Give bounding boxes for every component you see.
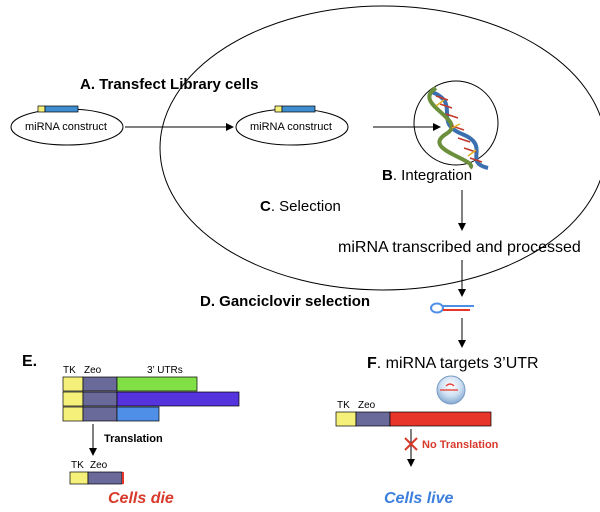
f-zeo-label: Zeo <box>358 400 376 411</box>
f-target-construct <box>335 411 492 427</box>
step-e-label: E. <box>22 353 38 370</box>
construct-inside-gene-block <box>281 105 316 113</box>
translation-label: Translation <box>104 433 163 445</box>
step-a-text: Transfect Library cells <box>99 76 259 93</box>
construct-outside-label: miRNA construct <box>25 121 107 133</box>
e-zeo-label: Zeo <box>84 365 102 376</box>
cells-die-label: Cells die <box>108 490 174 507</box>
step-b-letter: B <box>382 167 393 184</box>
e-construct-row-3 <box>62 406 160 422</box>
step-a-letter: A. <box>80 76 95 93</box>
e-construct-row-1 <box>62 376 198 392</box>
step-f-letter: F <box>367 355 377 372</box>
e-product-tk-label: TK <box>71 460 84 471</box>
step-b-text: . Integration <box>392 167 473 184</box>
construct-outside-gene-block <box>44 105 79 113</box>
step-f-label: F. miRNA targets 3’UTR <box>367 356 539 372</box>
transcribed-label: miRNA transcribed and processed <box>338 239 581 256</box>
step-c-text: . Selection <box>270 198 341 215</box>
mirna-hairpin-icon <box>430 302 474 314</box>
cells-live-label: Cells live <box>384 490 454 507</box>
e-construct-row-2 <box>62 391 240 407</box>
dna-helix-icon <box>413 80 499 170</box>
e-utrs-label: 3’ UTRs <box>147 365 183 376</box>
construct-inside-label: miRNA construct <box>250 121 332 133</box>
risc-bubble-icon <box>436 375 466 405</box>
construct-inside-tk-block <box>274 105 283 113</box>
e-product-zeo-label: Zeo <box>90 460 108 471</box>
step-c-letter: C <box>260 198 271 215</box>
step-a-label: A. Transfect Library cells <box>80 77 258 92</box>
step-f-text: . miRNA targets 3’UTR <box>376 355 539 372</box>
f-tk-label: TK <box>337 400 350 411</box>
step-d-label: D. Ganciclovir selection <box>200 293 371 310</box>
step-b-label: B. Integration <box>382 168 472 183</box>
cross-mark-icon <box>404 437 418 451</box>
e-tk-label: TK <box>63 365 76 376</box>
construct-outside-tk-block <box>37 105 46 113</box>
cell-outline <box>159 5 600 291</box>
step-c-label: C. Selection <box>260 199 341 214</box>
e-translated-product <box>69 471 124 485</box>
no-translation-label: No Translation <box>422 439 499 451</box>
